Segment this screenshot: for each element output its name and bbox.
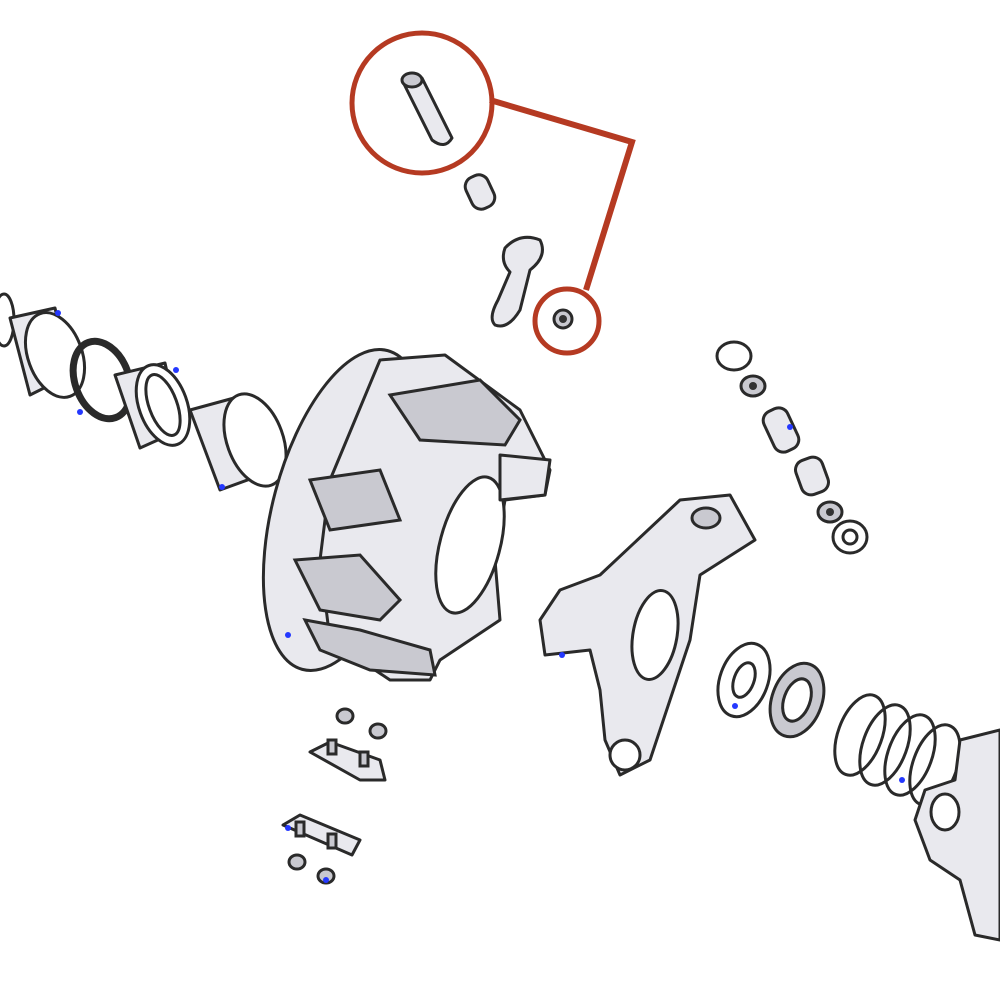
shoe-hardware-upper: [308, 707, 388, 782]
sleeve-bushing: [188, 392, 288, 492]
moveable-spider: [538, 493, 757, 777]
roller-stack: [715, 340, 869, 555]
callout-circle-small: [532, 286, 602, 356]
callout-highlight: [349, 30, 636, 356]
callout-connector-line: [489, 97, 636, 291]
set-screw: [463, 173, 497, 211]
left-bushing-outer: [0, 292, 86, 399]
washer: [716, 641, 772, 719]
clutch-spider-housing: [261, 348, 552, 682]
bearing: [113, 361, 192, 450]
shoe-hardware-lower: [281, 813, 362, 885]
pin: [400, 71, 454, 146]
seal: [768, 661, 826, 739]
cover-plate: [913, 728, 1000, 942]
nut: [552, 308, 574, 330]
flyweight-arm: [490, 235, 544, 328]
